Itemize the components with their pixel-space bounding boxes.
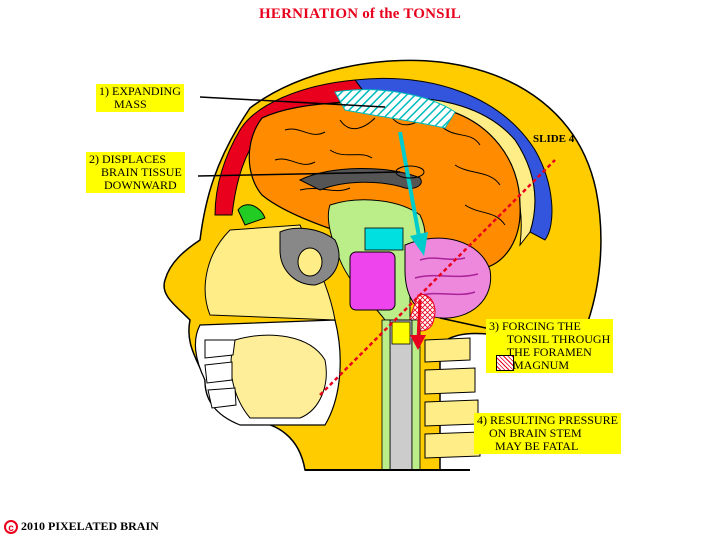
slide-label: SLIDE 4	[533, 133, 575, 145]
expanding-mass	[334, 89, 456, 129]
tongue	[230, 334, 327, 419]
pons	[349, 251, 396, 311]
copyright-text: 2010 PIXELATED BRAIN	[21, 519, 159, 533]
copyright: c 2010 PIXELATED BRAIN	[4, 519, 159, 534]
copyright-icon: c	[4, 519, 18, 534]
label-pressure: 4) RESULTING PRESSURE ON BRAIN STEM MAY …	[474, 413, 621, 454]
page-title: HERNIATION of the TONSIL	[259, 6, 461, 22]
tonsil-legend-swatch	[496, 355, 514, 371]
label-expanding-mass: 1) EXPANDING MASS	[96, 84, 184, 112]
cyan-arrow	[398, 131, 422, 243]
thalamus	[364, 227, 404, 251]
red-arrow	[416, 299, 422, 341]
label-displaces: 2) DISPLACES BRAIN TISSUE DOWNWARD	[86, 152, 185, 193]
foramen-magnum-line	[319, 159, 556, 396]
frontal-sinus	[237, 204, 266, 226]
